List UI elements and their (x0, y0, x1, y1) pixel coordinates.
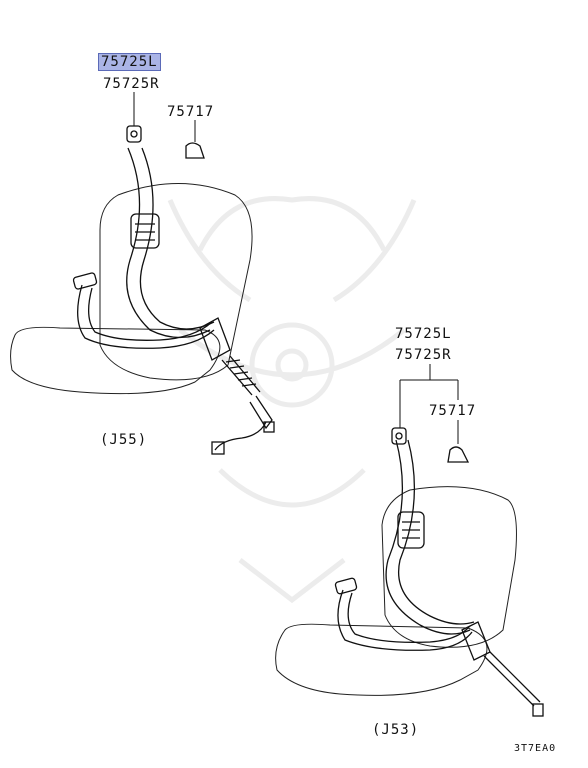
lower-seatbelt-webbing (334, 427, 544, 717)
lower-variant-code: (J53) (372, 722, 420, 738)
upper-variant-code: (J55) (100, 432, 148, 448)
lower-part-right-label[interactable]: 75725R (395, 347, 452, 363)
upper-seatbelt-webbing (72, 125, 275, 455)
upper-seat-outline (10, 183, 253, 395)
figure-code: 3T7EA0 (514, 743, 557, 754)
lower-cover-part (447, 446, 470, 463)
lower-seat-outline (275, 486, 517, 696)
lower-part-left-label[interactable]: 75725L (395, 326, 452, 342)
upper-cover-part (185, 142, 205, 159)
lower-cover-label[interactable]: 75717 (429, 403, 477, 419)
upper-cover-label[interactable]: 75717 (167, 104, 215, 120)
lower-leader-lines (399, 364, 459, 444)
upper-part-right-label[interactable]: 75725R (103, 76, 160, 92)
upper-leader-lines (133, 92, 196, 142)
upper-part-left-label[interactable]: 75725L (98, 53, 161, 71)
watermark-emblem (167, 196, 417, 604)
